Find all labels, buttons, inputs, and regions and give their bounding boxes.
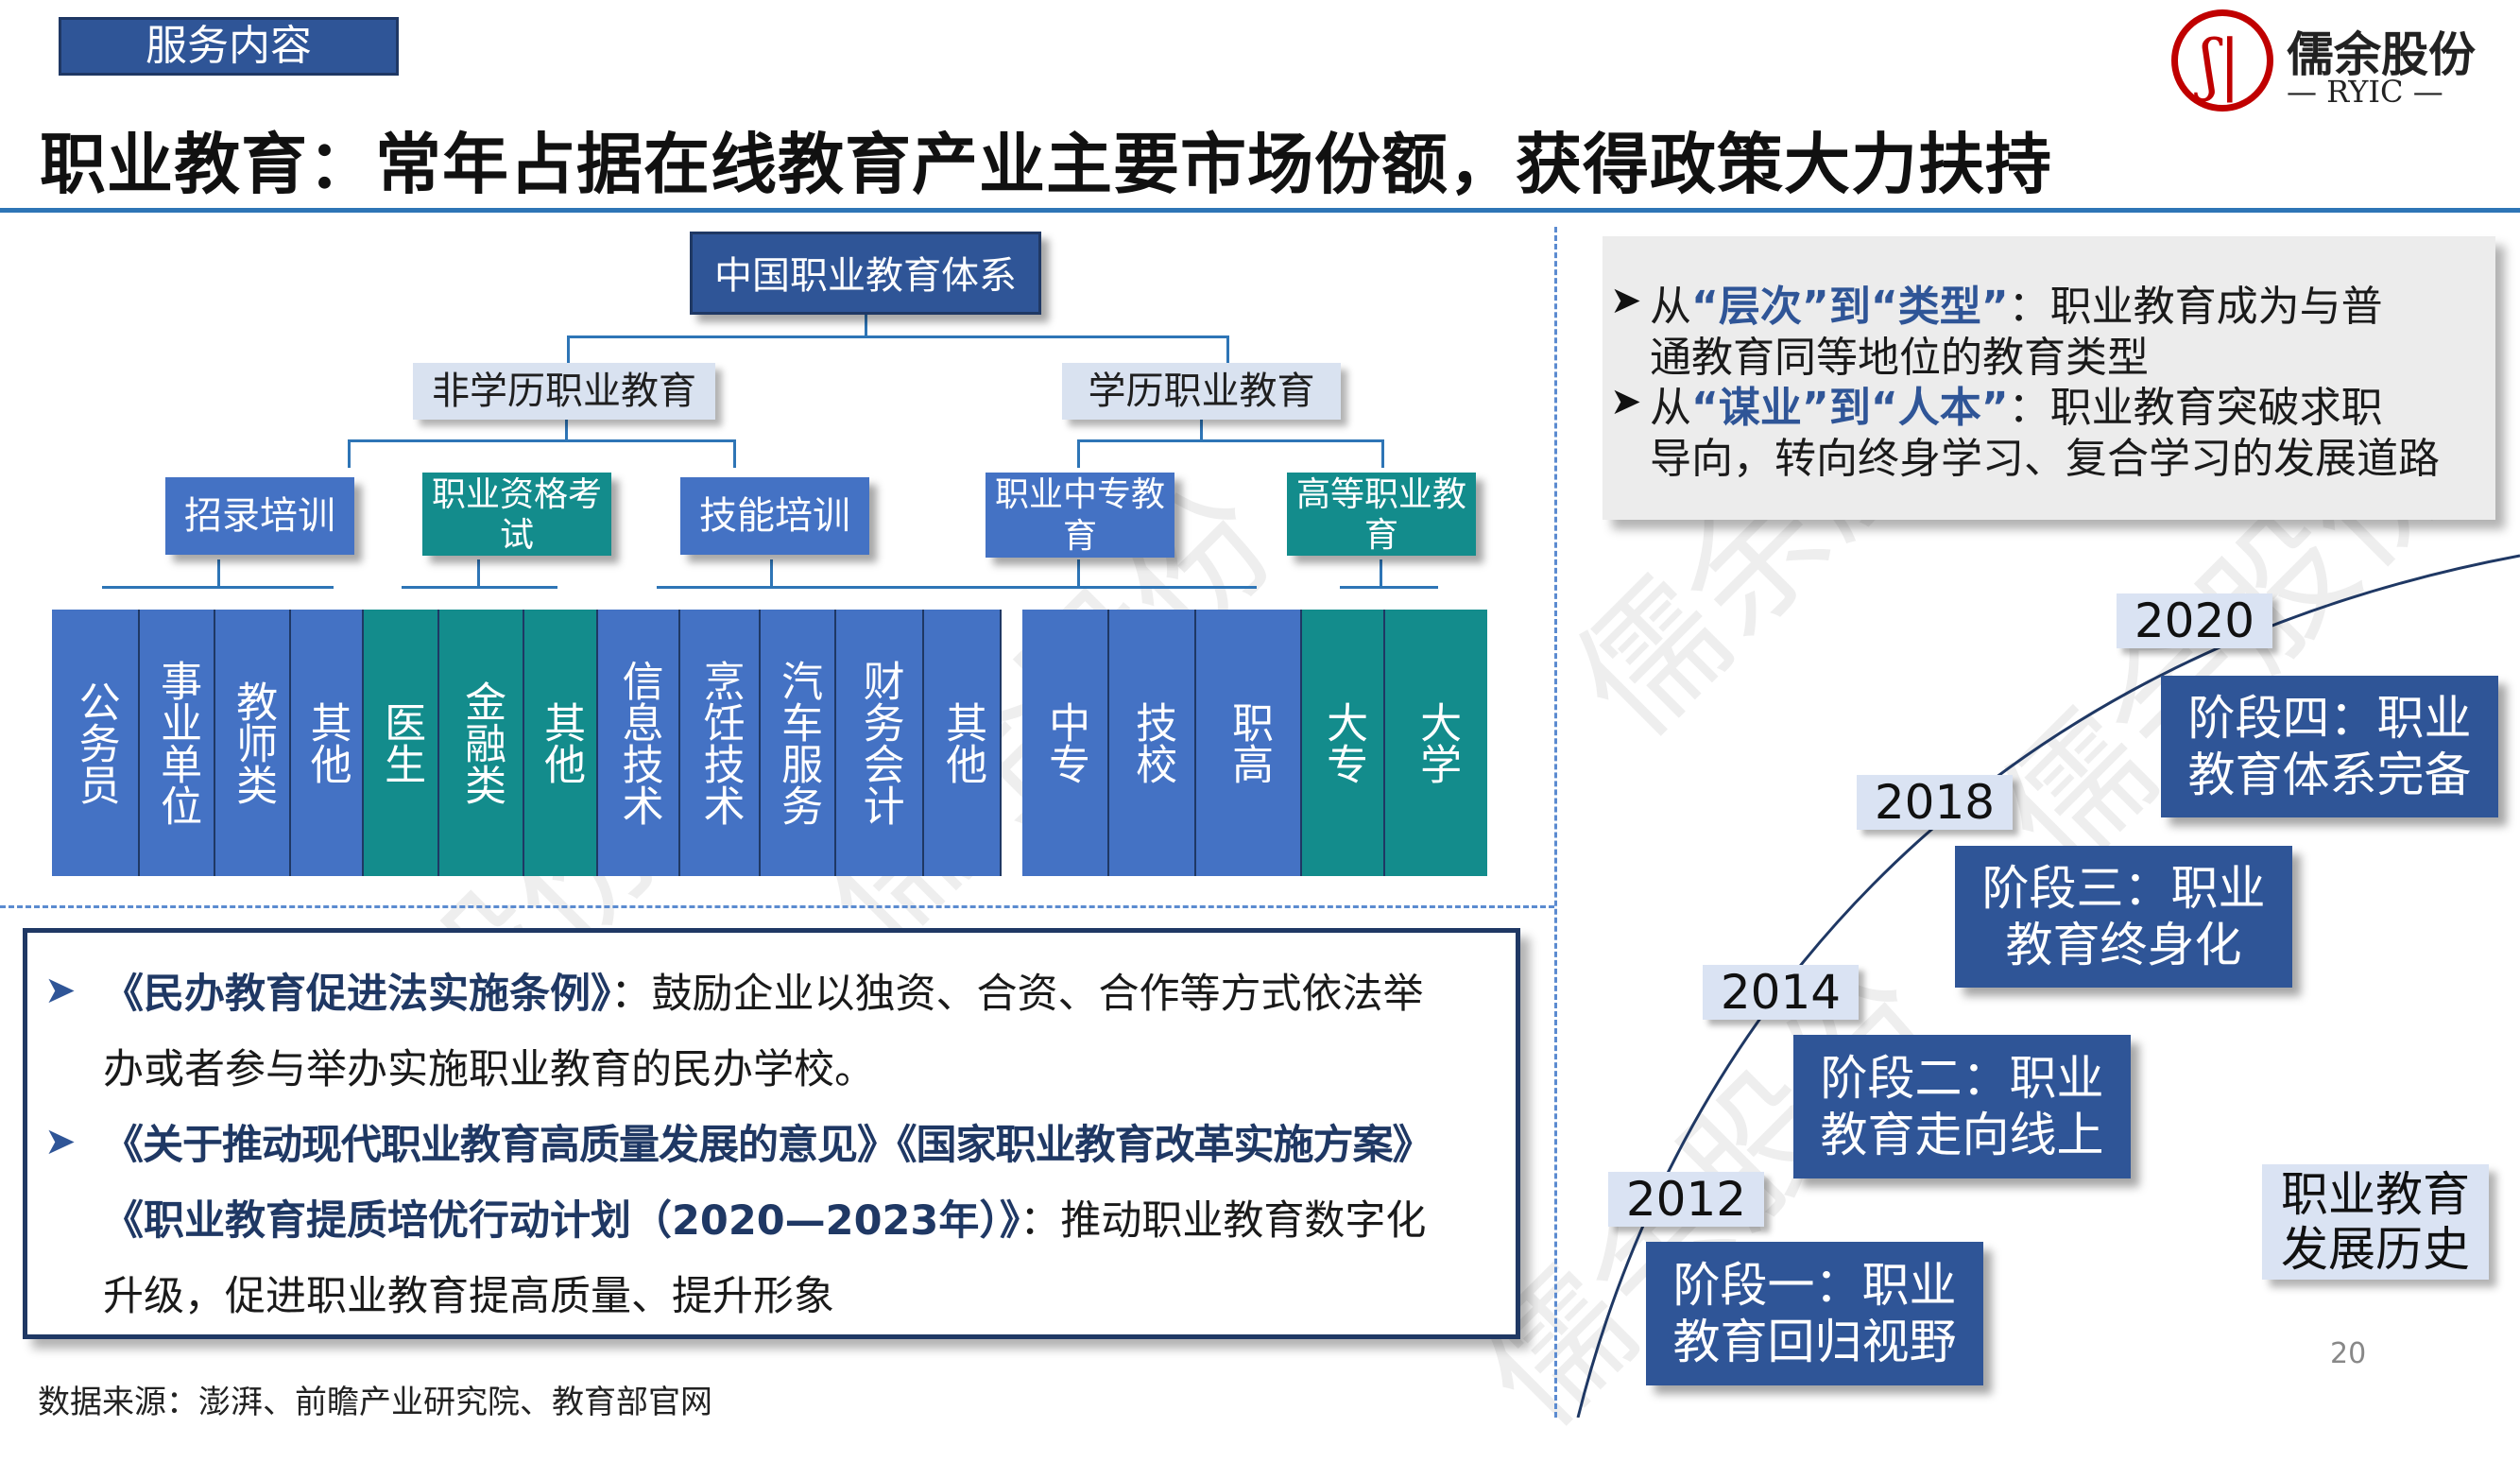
connector (567, 335, 1228, 338)
leaf-item: 信息技术 (598, 610, 680, 876)
connector (1077, 439, 1384, 442)
section-tag: 服务内容 (59, 17, 399, 76)
leaf-item: 其他 (524, 610, 598, 876)
policy-line: 办或者参与举办实施职业教育的民办学校。 (103, 1046, 875, 1093)
timeline-curve (1576, 554, 2520, 1418)
leaf-item: 职高 (1196, 610, 1302, 876)
logo-name: 儒余股份 (2287, 27, 2476, 82)
key-point: 通教育同等地位的教育类型 (1650, 334, 2149, 382)
leaf-item: 大学 (1385, 610, 1487, 876)
connector (657, 586, 1101, 589)
connector (1200, 416, 1203, 439)
policy-box: ➤ 《民办教育促进法实施条例》：鼓励企业以独资、合资、合作等方式依法举 办或者参… (23, 928, 1520, 1339)
stage-four: 阶段四：职业教育体系完备 (2161, 676, 2498, 817)
horizontal-divider (0, 905, 1554, 908)
connector (733, 439, 736, 468)
connector (402, 586, 557, 589)
connector (567, 335, 570, 364)
arrow-bullet-icon: ➤ (44, 1120, 77, 1163)
leaf-item: 大专 (1302, 610, 1385, 876)
connector (1077, 439, 1080, 468)
year-2018: 2018 (1857, 775, 2013, 830)
connector (1380, 559, 1382, 586)
connector (348, 439, 735, 442)
vertical-divider (1554, 227, 1557, 1418)
leaf-item: 技校 (1109, 610, 1196, 876)
logo-icon: ʃ| (2171, 9, 2273, 112)
arrow-bullet-icon: ➤ (1610, 380, 1642, 423)
leaf-item: 汽车服务 (761, 610, 836, 876)
leaf-item: 金融类 (439, 610, 524, 876)
data-source: 数据来源：澎湃、前瞻产业研究院、教育部官网 (38, 1384, 712, 1421)
connector (1077, 559, 1080, 586)
category-qualification: 职业资格考试 (422, 473, 611, 556)
leaf-item: 其他 (291, 610, 364, 876)
tree-root: 中国职业教育体系 (690, 232, 1041, 315)
category-recruitment: 招录培训 (165, 477, 354, 555)
page-title: 职业教育：常年占据在线教育产业主要市场份额，获得政策大力扶持 (40, 126, 2052, 203)
year-2014: 2014 (1703, 965, 1859, 1020)
connector (1226, 335, 1229, 364)
leaf-item: 教师类 (215, 610, 291, 876)
leaf-item: 事业单位 (140, 610, 215, 876)
policy-line: 《职业教育提质培优行动计划（2020—2023年）》：推动职业教育数字化 (103, 1197, 1427, 1245)
policy-line: 升级，促进职业教育提高质量、提升形象 (103, 1273, 834, 1320)
key-points-box: ➤ 从“层次”到“类型”：职业教育成为与普 通教育同等地位的教育类型 ➤ 从“谋… (1603, 236, 2495, 520)
key-point: 导向，转向终身学习、复合学习的发展道路 (1650, 435, 2440, 483)
category-higher: 高等职业教育 (1287, 473, 1476, 556)
connector (1030, 586, 1257, 589)
connector (1381, 439, 1384, 468)
leaf-item: 其他 (924, 610, 1002, 876)
history-label: 职业教育发展历史 (2262, 1164, 2489, 1280)
category-secondary: 职业中专教育 (986, 473, 1174, 558)
connector (102, 586, 334, 589)
connector (770, 559, 773, 586)
leaf-item: 中专 (1022, 610, 1109, 876)
logo-english: — RYIC — (2287, 74, 2443, 110)
connector (348, 439, 351, 468)
year-2012: 2012 (1608, 1172, 1764, 1227)
category-skills: 技能培训 (680, 477, 869, 555)
key-point: 从“层次”到“类型”：职业教育成为与普 (1650, 283, 2383, 331)
connector (565, 416, 568, 439)
connector (1340, 586, 1438, 589)
arrow-bullet-icon: ➤ (44, 969, 77, 1012)
stage-one: 阶段一：职业教育回归视野 (1646, 1242, 1983, 1385)
connector (217, 559, 220, 586)
arrow-bullet-icon: ➤ (1610, 279, 1642, 322)
leaf-item: 医生 (364, 610, 439, 876)
leaf-item: 财务会计 (836, 610, 924, 876)
year-2020: 2020 (2117, 593, 2272, 648)
stage-two: 阶段二：职业教育走向线上 (1793, 1035, 2131, 1178)
stage-three: 阶段三：职业教育终身化 (1955, 846, 2292, 988)
branch-non-degree: 非学历职业教育 (413, 363, 715, 420)
key-point: 从“谋业”到“人本”：职业教育突破求职 (1650, 384, 2383, 432)
policy-line: 《民办教育促进法实施条例》：鼓励企业以独资、合资、合作等方式依法举 (103, 971, 1424, 1018)
policy-line: 《关于推动现代职业教育高质量发展的意见》《国家职业教育改革实施方案》 (103, 1122, 1432, 1169)
page-number: 20 (2330, 1337, 2367, 1370)
leaf-item: 公务员 (52, 610, 140, 876)
leaf-item: 烹饪技术 (680, 610, 761, 876)
branch-degree: 学历职业教育 (1062, 363, 1341, 420)
title-underline (0, 208, 2520, 213)
connector (865, 312, 867, 335)
connector (477, 559, 480, 586)
